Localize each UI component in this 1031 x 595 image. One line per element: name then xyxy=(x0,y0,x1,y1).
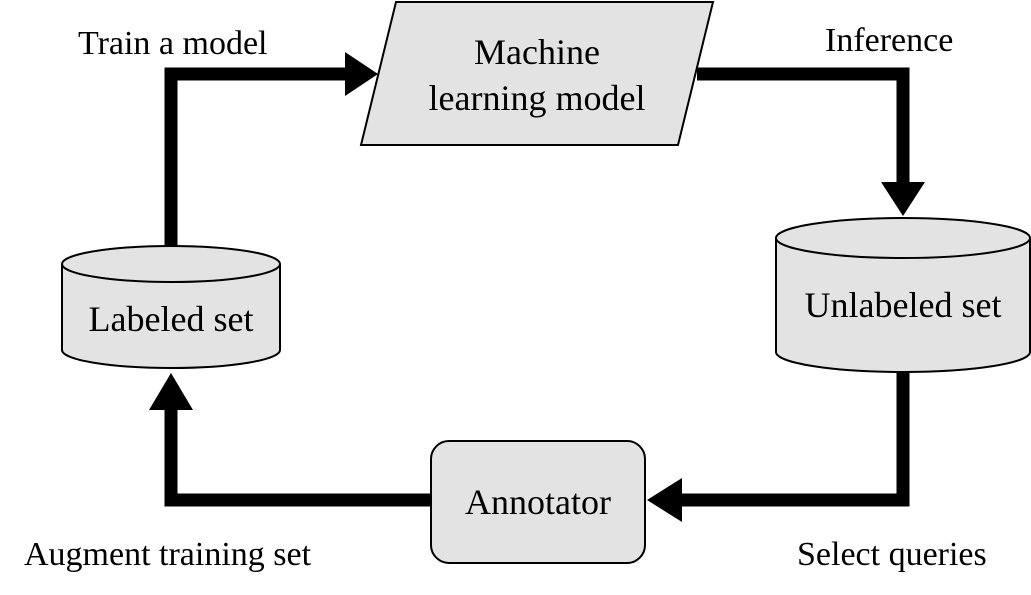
arrowhead-down-icon xyxy=(881,182,925,216)
edge-train-a-model xyxy=(164,52,378,248)
arrowhead-left-icon xyxy=(647,478,682,522)
edge-label-select-queries: Select queries xyxy=(797,536,987,573)
edge-label-inference: Inference xyxy=(825,22,953,59)
cylinder-body-shape xyxy=(775,238,1031,373)
annotator-label: Annotator xyxy=(465,482,611,522)
node-annotator: Annotator xyxy=(430,440,646,564)
labeled-set-label: Labeled set xyxy=(89,299,254,339)
connector-line xyxy=(164,410,431,507)
model-label-line1: Machine xyxy=(474,32,600,72)
arrowhead-right-icon xyxy=(345,52,378,96)
connector-line xyxy=(164,67,345,248)
cylinder-body-shape xyxy=(61,264,281,369)
edge-label-train-a-model: Train a model xyxy=(78,25,268,62)
edge-augment-training-set xyxy=(149,373,431,507)
connector-line xyxy=(682,370,910,507)
edge-label-augment-training-set: Augment training set xyxy=(24,536,312,573)
node-machine-learning-model: Machine learning model xyxy=(359,1,715,146)
model-label-line2: learning model xyxy=(429,78,646,118)
node-labeled-set: Labeled set xyxy=(61,245,281,369)
edge-inference xyxy=(697,67,925,216)
unlabeled-set-label: Unlabeled set xyxy=(805,285,1002,325)
connector-line xyxy=(697,67,910,182)
parallelogram-shape xyxy=(359,1,715,146)
rounded-rect-shape xyxy=(430,440,646,564)
node-unlabeled-set: Unlabeled set xyxy=(775,217,1031,373)
edge-select-queries xyxy=(647,370,910,522)
cylinder-top-shape xyxy=(61,245,281,283)
cylinder-top-shape xyxy=(775,217,1031,259)
arrowhead-up-icon xyxy=(149,373,193,410)
